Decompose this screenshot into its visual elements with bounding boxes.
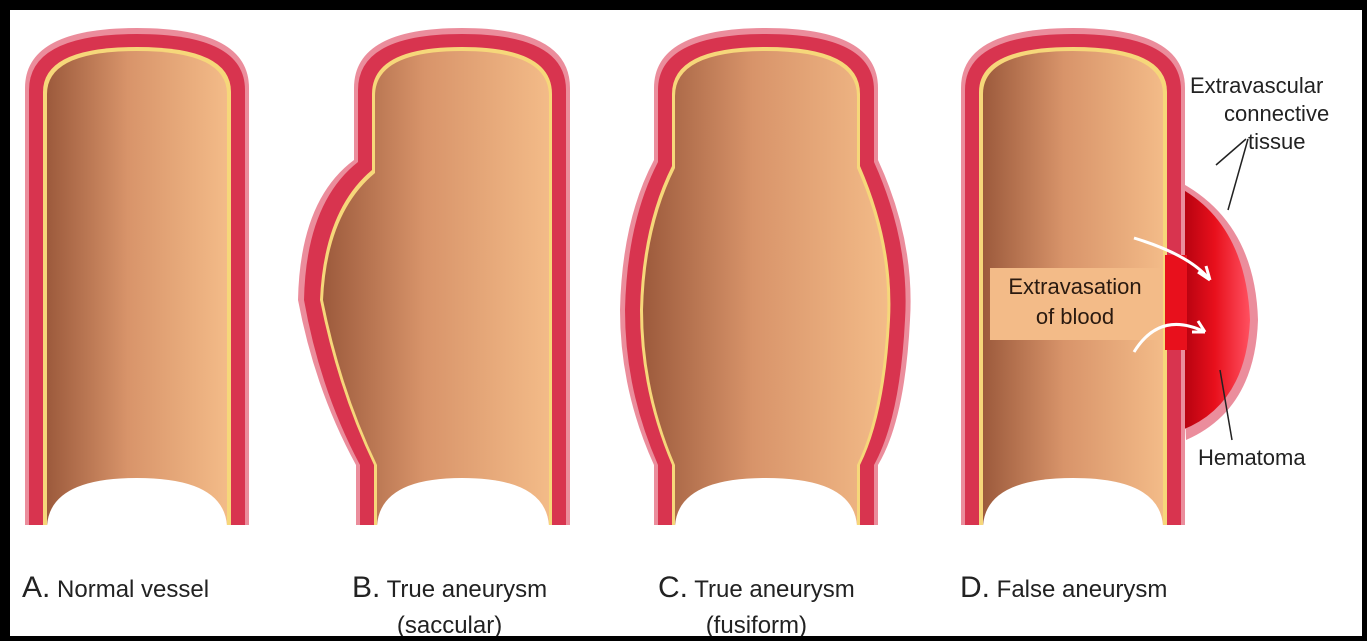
caption-a: A. Normal vessel xyxy=(22,570,209,608)
vessel-c-fusiform xyxy=(620,28,911,526)
vessel-b-saccular xyxy=(298,28,570,526)
caption-b-subtitle: (saccular) xyxy=(352,608,547,636)
extravascular-label: Extravascular connective tissue xyxy=(1190,72,1329,156)
caption-c-letter: C. xyxy=(658,571,688,604)
caption-c-subtitle: (fusiform) xyxy=(658,608,855,636)
extravascular-line3: tissue xyxy=(1190,128,1329,156)
caption-b-title: True aneurysm xyxy=(387,576,548,603)
vessel-a-normal xyxy=(25,28,249,526)
caption-b-letter: B. xyxy=(352,571,380,604)
caption-c: C. True aneurysm (fusiform) xyxy=(658,570,855,636)
caption-c-title: True aneurysm xyxy=(694,576,855,603)
extravascular-line1: Extravascular xyxy=(1190,72,1329,100)
caption-d-letter: D. xyxy=(960,571,990,604)
extravasation-line2: of blood xyxy=(990,302,1160,332)
caption-a-letter: A. xyxy=(22,571,50,604)
extravasation-line1: Extravasation xyxy=(990,272,1160,302)
extravasation-label: Extravasation of blood xyxy=(990,272,1160,332)
wall-rupture xyxy=(1165,255,1187,350)
hematoma-label: Hematoma xyxy=(1198,444,1306,472)
caption-b: B. True aneurysm (saccular) xyxy=(352,570,547,636)
extravascular-line2: connective xyxy=(1190,100,1329,128)
caption-d-title: False aneurysm xyxy=(997,576,1168,603)
hematoma-shape xyxy=(1180,188,1250,430)
figure-frame: A. Normal vessel B. True aneurysm (saccu… xyxy=(10,10,1362,636)
caption-a-title: Normal vessel xyxy=(57,576,209,603)
caption-d: D. False aneurysm xyxy=(960,570,1167,608)
